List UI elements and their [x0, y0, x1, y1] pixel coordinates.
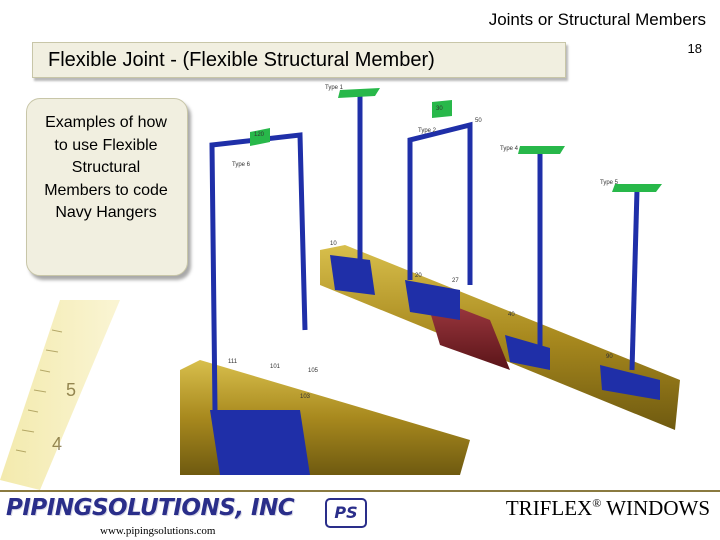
svg-text:120: 120 — [254, 132, 265, 138]
svg-text:101: 101 — [270, 364, 281, 370]
product-name: TRIFLEX® WINDOWS — [505, 496, 710, 520]
svg-text:40: 40 — [508, 312, 515, 318]
pipe-clamps — [210, 255, 660, 475]
footer-divider — [0, 490, 720, 492]
measuring-tape-image: 5 4 — [0, 300, 120, 490]
svg-text:103: 103 — [300, 394, 311, 400]
svg-text:PS: PS — [334, 503, 357, 522]
header-title: Joints or Structural Members — [488, 10, 706, 29]
svg-text:Type 6: Type 6 — [232, 162, 251, 168]
svg-text:50: 50 — [475, 118, 482, 124]
pipingsolutions-logo: PIPINGSOLUTIONS, INC — [6, 495, 295, 521]
svg-text:Type 5: Type 5 — [600, 180, 619, 186]
svg-text:4: 4 — [52, 434, 62, 454]
website-url[interactable]: www.pipingsolutions.com — [100, 525, 216, 537]
ps-logo-icon: PS — [325, 498, 367, 528]
svg-text:Type 2: Type 2 — [418, 128, 437, 134]
piping-model-illustration: Type 1 Type 6 120 Type 2 Type 4 Type 5 1… — [180, 85, 680, 475]
svg-text:27: 27 — [452, 278, 459, 284]
support-plates — [250, 88, 662, 192]
svg-text:Type 1: Type 1 — [325, 85, 344, 91]
pipe-back — [320, 245, 680, 430]
svg-text:Type 4: Type 4 — [500, 146, 519, 152]
svg-text:105: 105 — [308, 368, 319, 374]
svg-text:30: 30 — [436, 106, 443, 112]
callout-box — [26, 98, 188, 276]
slide-title: Flexible Joint - (Flexible Structural Me… — [48, 49, 435, 71]
svg-text:111: 111 — [228, 359, 238, 365]
svg-text:90: 90 — [606, 354, 613, 360]
svg-text:20: 20 — [415, 273, 422, 279]
svg-text:5: 5 — [66, 380, 76, 400]
callout-text: Examples of how to use Flexible Structur… — [44, 114, 168, 221]
svg-text:10: 10 — [330, 241, 337, 247]
slide-title-box — [32, 42, 566, 78]
page-number: 18 — [687, 41, 702, 56]
